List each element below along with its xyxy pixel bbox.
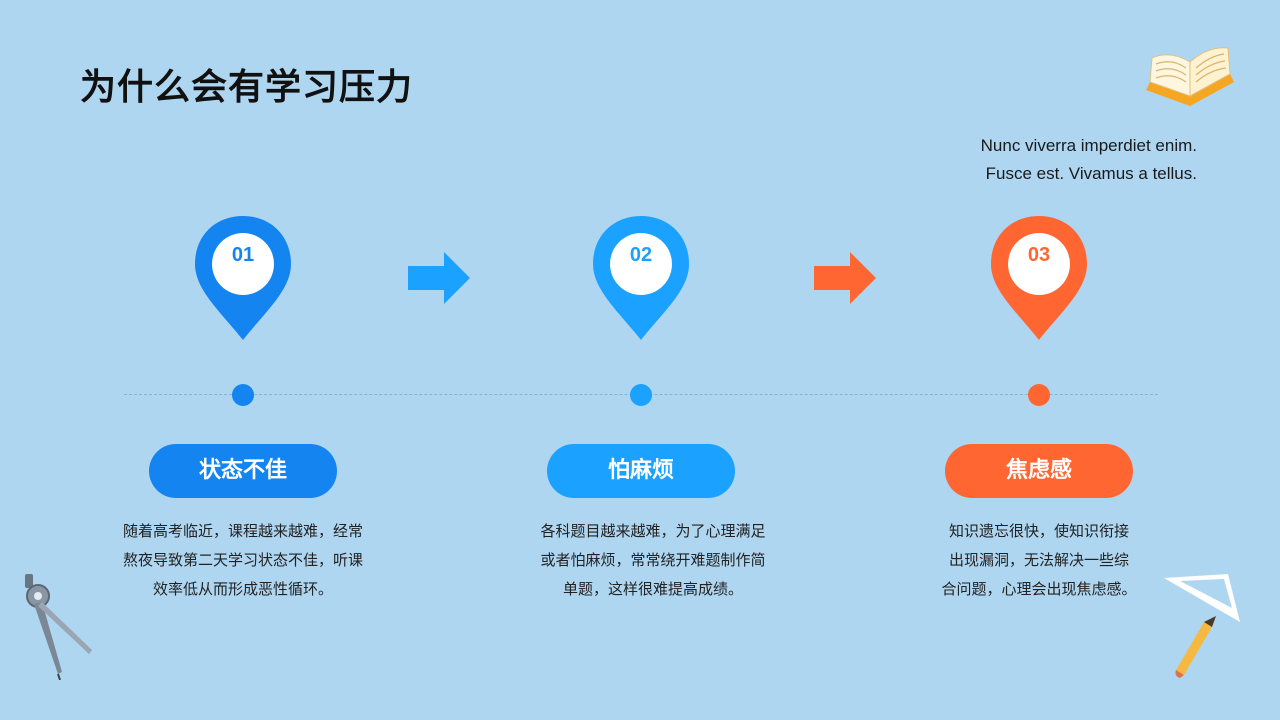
step-pin-1: 01	[193, 214, 293, 342]
open-book-icon	[1146, 47, 1234, 106]
desc-line: 熬夜导致第二天学习状态不佳，听课	[122, 551, 363, 569]
arrow-right-icon	[408, 252, 470, 304]
quote-text: Nunc viverra imperdiet enim. Fusce est. …	[857, 132, 1197, 188]
step-title-badge: 状态不佳	[149, 444, 337, 498]
desc-line: 出现漏洞，无法解决一些综	[948, 551, 1129, 569]
quote-line: Nunc viverra imperdiet enim.	[980, 136, 1197, 155]
step-pin-2: 02	[591, 214, 691, 342]
desc-line: 合问题，心理会出现焦虑感。	[941, 580, 1137, 598]
pencil-icon	[1175, 616, 1216, 678]
triangle-ruler-icon	[1164, 574, 1240, 622]
step-title-badge: 焦虑感	[945, 444, 1133, 498]
arrow-right-icon	[814, 252, 876, 304]
quote-line: Fusce est. Vivamus a tellus.	[985, 164, 1197, 183]
desc-line: 各科题目越来越难，为了心理满足	[540, 522, 766, 540]
step-description: 知识遗忘很快，使知识衔接 出现漏洞，无法解决一些综 合问题，心理会出现焦虑感。	[899, 517, 1179, 604]
location-pin-icon	[195, 216, 291, 340]
step-description: 各科题目越来越难，为了心理满足 或者怕麻烦，常常绕开难题制作简 单题，这样很难提…	[513, 517, 793, 604]
timeline-dot	[630, 384, 652, 406]
desc-line: 效率低从而形成恶性循环。	[152, 580, 333, 598]
step-title-badge: 怕麻烦	[547, 444, 735, 498]
step-number: 02	[629, 244, 653, 266]
page-title: 为什么会有学习压力	[80, 67, 414, 108]
timeline-dot	[1028, 384, 1050, 406]
location-pin-icon	[991, 216, 1087, 340]
step-pin-3: 03	[989, 214, 1089, 342]
desc-line: 单题，这样很难提高成绩。	[562, 580, 743, 598]
compass-icon	[25, 574, 92, 680]
step-number: 01	[231, 244, 255, 266]
step-number: 03	[1027, 244, 1051, 266]
desc-line: 知识遗忘很快，使知识衔接	[948, 522, 1129, 540]
location-pin-icon	[593, 216, 689, 340]
desc-line: 随着高考临近，课程越来越难，经常	[122, 522, 363, 540]
desc-line: 或者怕麻烦，常常绕开难题制作简	[540, 551, 766, 569]
timeline-dot	[232, 384, 254, 406]
step-description: 随着高考临近，课程越来越难，经常 熬夜导致第二天学习状态不佳，听课 效率低从而形…	[103, 517, 383, 604]
